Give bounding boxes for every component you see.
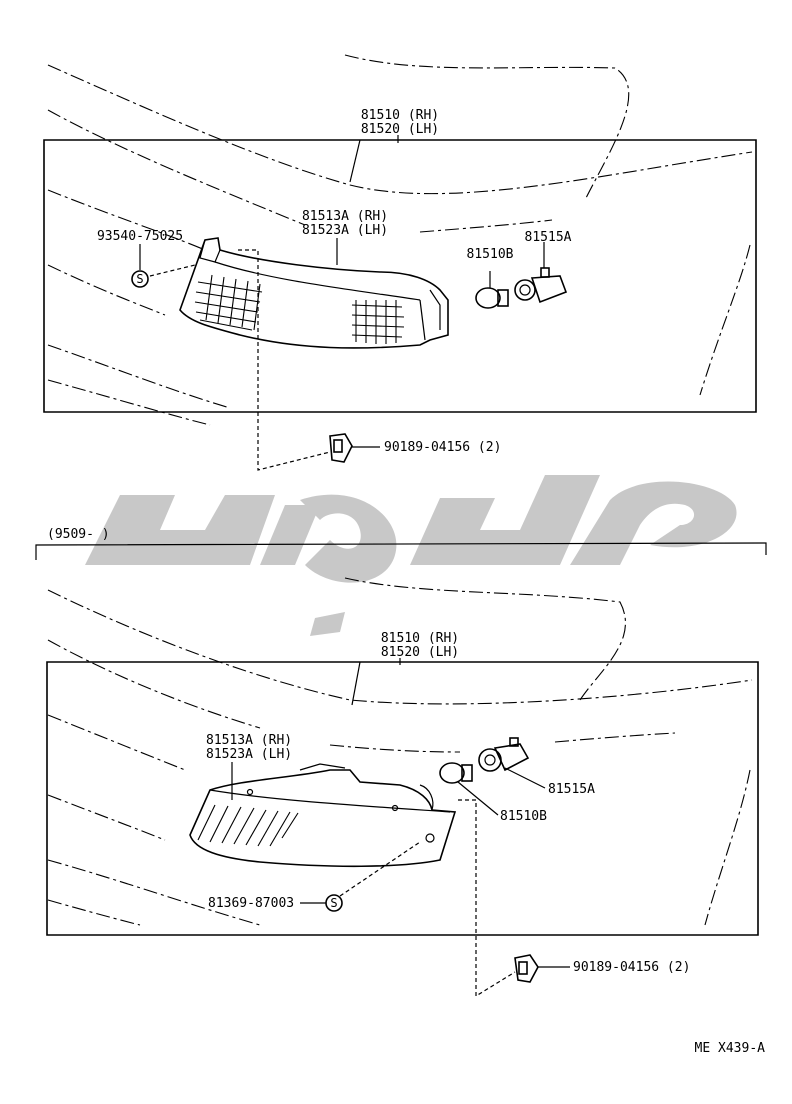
- bottom-clip-icon: [514, 954, 570, 983]
- top-lens-rh-label: 81513A (RH): [302, 209, 388, 224]
- diagram-code: ME X439-A: [695, 1041, 766, 1056]
- top-frame: [43, 139, 757, 413]
- bottom-housing-rh-label: 81510 (RH): [381, 631, 459, 646]
- watermark-logo: [85, 475, 737, 636]
- bottom-socket-label: 81515A: [548, 782, 595, 797]
- bottom-section: S 81510 (RH) 81520 (LH) 81513A (RH) 8152…: [46, 577, 759, 998]
- top-clip-icon: [329, 433, 380, 463]
- top-housing-rh-label: 81510 (RH): [361, 108, 439, 123]
- top-lens-grid-left: [194, 274, 263, 331]
- top-socket-icon: [514, 242, 568, 304]
- top-housing-lh-label: 81520 (LH): [361, 122, 439, 137]
- svg-text:S: S: [136, 272, 143, 286]
- date-range-label: (9509- ): [47, 527, 110, 542]
- top-clip-label: 90189-04156 (2): [384, 440, 501, 455]
- bottom-lens-lh-label: 81523A (LH): [206, 747, 292, 762]
- bottom-screw-icon: S: [300, 841, 421, 912]
- bottom-bulb-icon: [439, 762, 499, 816]
- top-lens-grid-right: [351, 300, 405, 344]
- top-lamp-assembly: [179, 237, 449, 349]
- bottom-lamp-assembly: [189, 763, 457, 868]
- bottom-lens-hatching: [197, 804, 299, 847]
- bottom-screw-part-label: 81369-87003: [208, 896, 294, 911]
- bottom-socket-icon: [478, 737, 546, 789]
- top-bulb-label: 81510B: [467, 247, 514, 262]
- top-socket-label: 81515A: [525, 230, 572, 245]
- bottom-clip-label: 90189-04156 (2): [573, 960, 690, 975]
- bottom-bulb-label: 81510B: [500, 809, 547, 824]
- top-bulb-icon: [475, 271, 509, 309]
- top-section: S 81510 (RH) 81520 (LH) 81513A (RH) 8152…: [43, 54, 757, 471]
- top-screw-part-label: 93540-75025: [97, 229, 183, 244]
- bottom-lens-rh-label: 81513A (RH): [206, 733, 292, 748]
- bottom-body-contours: [47, 577, 753, 926]
- bottom-housing-lh-label: 81520 (LH): [381, 645, 459, 660]
- section-divider: [35, 542, 767, 560]
- bottom-frame: [46, 661, 759, 936]
- top-body-contours: [47, 54, 753, 426]
- top-screw-icon: S: [131, 244, 196, 288]
- svg-text:S: S: [330, 896, 337, 910]
- top-lens-lh-label: 81523A (LH): [302, 223, 388, 238]
